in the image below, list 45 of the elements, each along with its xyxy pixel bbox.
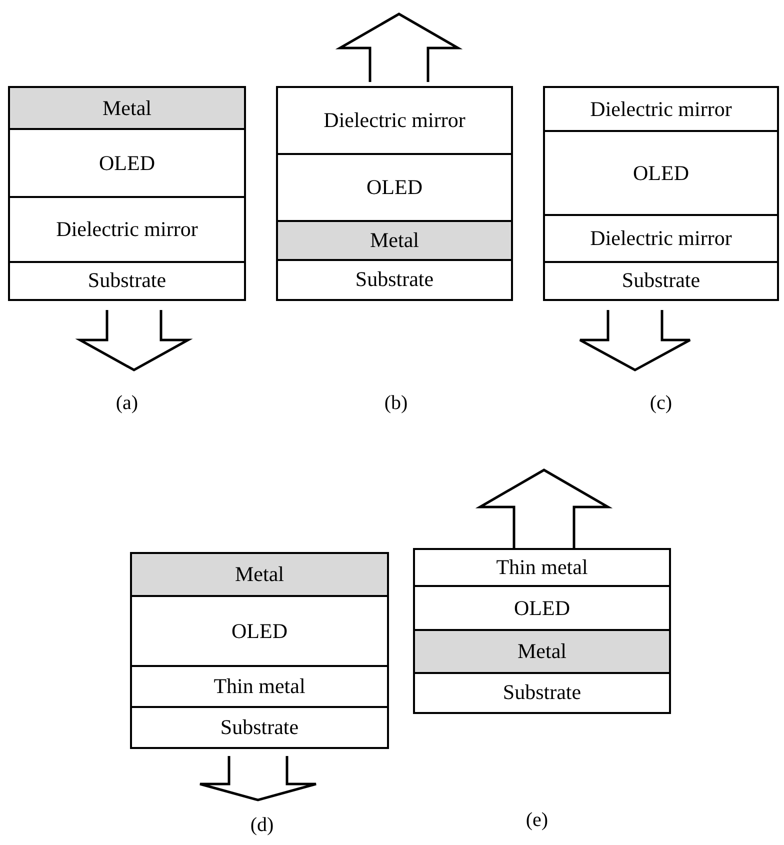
layer-label: Substrate xyxy=(502,680,582,706)
layer-label: Metal xyxy=(102,96,152,121)
panel-label: (d) xyxy=(250,814,274,837)
layer-label: Substrate xyxy=(88,268,166,294)
layer-label: Thin metal xyxy=(214,674,306,700)
layer-box xyxy=(543,214,779,264)
layer-box xyxy=(413,672,671,714)
layer-box xyxy=(8,128,246,198)
layer-box xyxy=(8,86,246,130)
panel-label: (e) xyxy=(526,809,548,832)
layer-box xyxy=(130,595,389,668)
layer-label: Metal xyxy=(370,228,419,254)
layer-box xyxy=(130,552,389,598)
layer-box xyxy=(413,585,671,632)
layer-label: Dielectric mirror xyxy=(56,217,198,242)
layer-label: OLED xyxy=(514,596,570,621)
layer-box xyxy=(413,629,671,674)
layer-label: Thin metal xyxy=(496,555,588,580)
panel-label: (b) xyxy=(384,392,408,415)
panel-label: (c) xyxy=(650,392,672,415)
layer-box xyxy=(276,259,513,300)
layer-box xyxy=(276,220,513,262)
layer-box xyxy=(543,261,779,300)
layer-box xyxy=(543,86,779,132)
layer-box xyxy=(276,153,513,222)
layer-label: Dielectric mirror xyxy=(324,108,466,134)
panel-label: (a) xyxy=(116,392,138,415)
layer-label: OLED xyxy=(633,160,689,186)
layer-box xyxy=(130,665,389,708)
layer-label: Metal xyxy=(235,562,284,588)
layer-label: Substrate xyxy=(355,267,434,292)
layer-box xyxy=(276,86,513,156)
layer-box xyxy=(8,261,246,300)
layer-box xyxy=(8,196,246,264)
layer-label: OLED xyxy=(366,175,422,200)
layer-label: OLED xyxy=(99,150,155,176)
layer-label: Metal xyxy=(518,639,566,664)
layer-box xyxy=(130,706,389,748)
layer-box xyxy=(413,548,671,588)
layer-label: Substrate xyxy=(220,714,299,740)
layer-label: OLED xyxy=(232,618,288,644)
layer-label: Dielectric mirror xyxy=(590,226,732,252)
layer-box xyxy=(543,130,779,216)
layer-label: Dielectric mirror xyxy=(590,96,732,122)
layer-label: Substrate xyxy=(622,268,700,294)
